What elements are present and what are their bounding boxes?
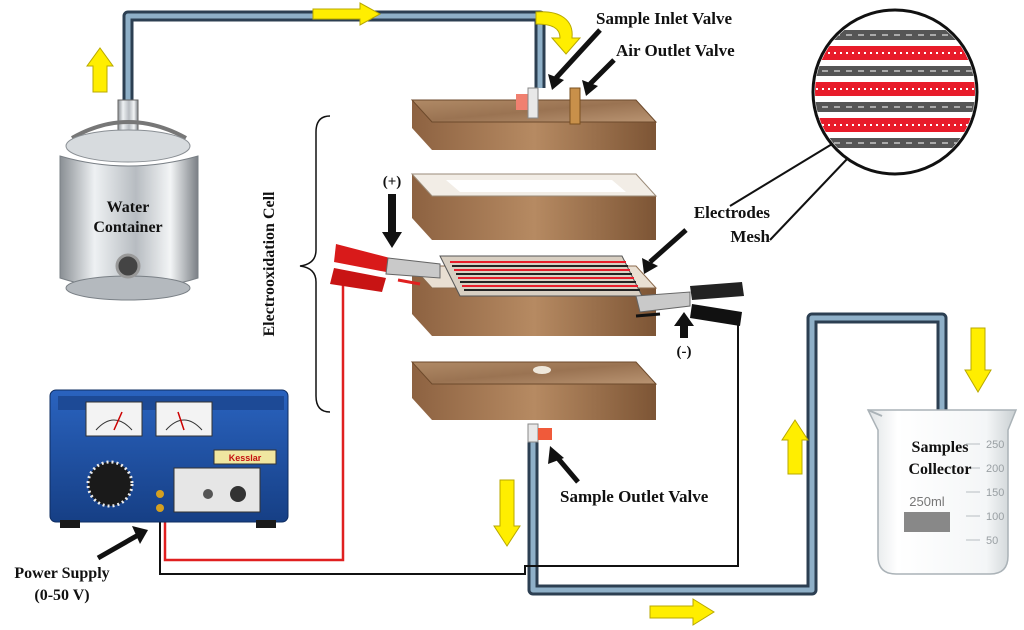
cell-top-lid [410, 87, 658, 150]
sample-inlet-valve-label: Sample Inlet Valve [596, 9, 732, 28]
beaker-scale-200: 200 [986, 463, 1004, 475]
voltmeter [85, 401, 143, 437]
beaker-volume-patch [904, 512, 950, 532]
outlet-valve-fitting [538, 428, 552, 440]
sample-outlet-valve-label: Sample Outlet Valve [560, 487, 709, 506]
power-supply-label-2: (0-50 V) [34, 587, 89, 604]
inlet-pipe [122, 10, 546, 100]
cell-electrode-plate [410, 255, 658, 336]
beaker-scale-150: 150 [986, 487, 1004, 499]
control-panel [173, 467, 261, 513]
inlet-valve-fitting [516, 94, 528, 110]
water-container: Water Container [59, 99, 199, 301]
minus-arrow [674, 312, 694, 338]
flow-arrow-curve-down [535, 11, 582, 55]
electrodes-mesh-pointer [648, 228, 688, 264]
samples-collector-beaker: 250ml 250 200 150 100 50 Samples Collect… [866, 409, 1018, 575]
cell-brace [299, 115, 331, 413]
air-outlet-valve-label: Air Outlet Valve [616, 41, 735, 60]
power-supply-label-1: Power Supply [14, 565, 109, 582]
flow-arrow-right-bottom [649, 598, 715, 626]
electrodes-mesh-label-2: Mesh [730, 227, 770, 246]
inlet-valve-body [527, 87, 539, 119]
flow-arrows [86, 2, 992, 626]
power-supply: Kesslar [49, 389, 289, 528]
flow-arrow-right-top [312, 2, 382, 26]
electrode-mesh-lines [450, 261, 640, 291]
beaker-scale: 250 200 150 100 50 [986, 439, 1004, 547]
black-wire [159, 322, 739, 575]
minus-terminal-label: (-) [677, 344, 692, 360]
red-wire [163, 284, 345, 562]
beaker-scale-250: 250 [986, 439, 1004, 451]
zoom-line-upper [729, 137, 843, 207]
container-port [115, 253, 141, 279]
air-outlet-pointer [588, 58, 616, 86]
air-outlet-valve [569, 87, 581, 125]
power-supply-brand: Kesslar [229, 453, 262, 463]
samples-collector-label-1: Samples [912, 439, 969, 456]
plus-terminal-label: (+) [383, 174, 402, 190]
flow-arrow-up-container [86, 47, 114, 93]
water-container-label-1: Water [107, 199, 150, 216]
flow-arrow-up-riser [781, 419, 809, 475]
electrodes-mesh-label-1: Electrodes [694, 203, 771, 222]
water-container-label-2: Container [93, 219, 162, 236]
beaker-scale-50: 50 [986, 535, 998, 547]
ammeter [155, 401, 213, 437]
power-supply-pointer [96, 531, 142, 561]
electrooxidation-cell: Electrooxidation Cell [261, 87, 658, 443]
electrooxidation-cell-label: Electrooxidation Cell [261, 191, 278, 337]
outlet-valve-pointer [554, 454, 580, 484]
zoom-line-lower [769, 157, 849, 241]
samples-collector-label-2: Collector [908, 461, 971, 478]
flow-arrow-down-outlet [493, 479, 521, 547]
voltage-knob [86, 460, 134, 508]
outlet-valve-body [527, 423, 539, 443]
wiring: (+) (-) [159, 174, 744, 575]
cell-gasket-frame [410, 173, 658, 240]
cell-bottom-lid [410, 361, 658, 443]
flow-arrow-down-collector [964, 327, 992, 393]
electrode-zoom-detail [729, 8, 979, 241]
beaker-scale-100: 100 [986, 511, 1004, 523]
negative-clip [635, 282, 744, 326]
beaker-volume-label: 250ml [909, 494, 945, 509]
plus-arrow [382, 194, 402, 248]
positive-clip [330, 244, 441, 292]
inlet-valve-pointer [554, 28, 602, 80]
